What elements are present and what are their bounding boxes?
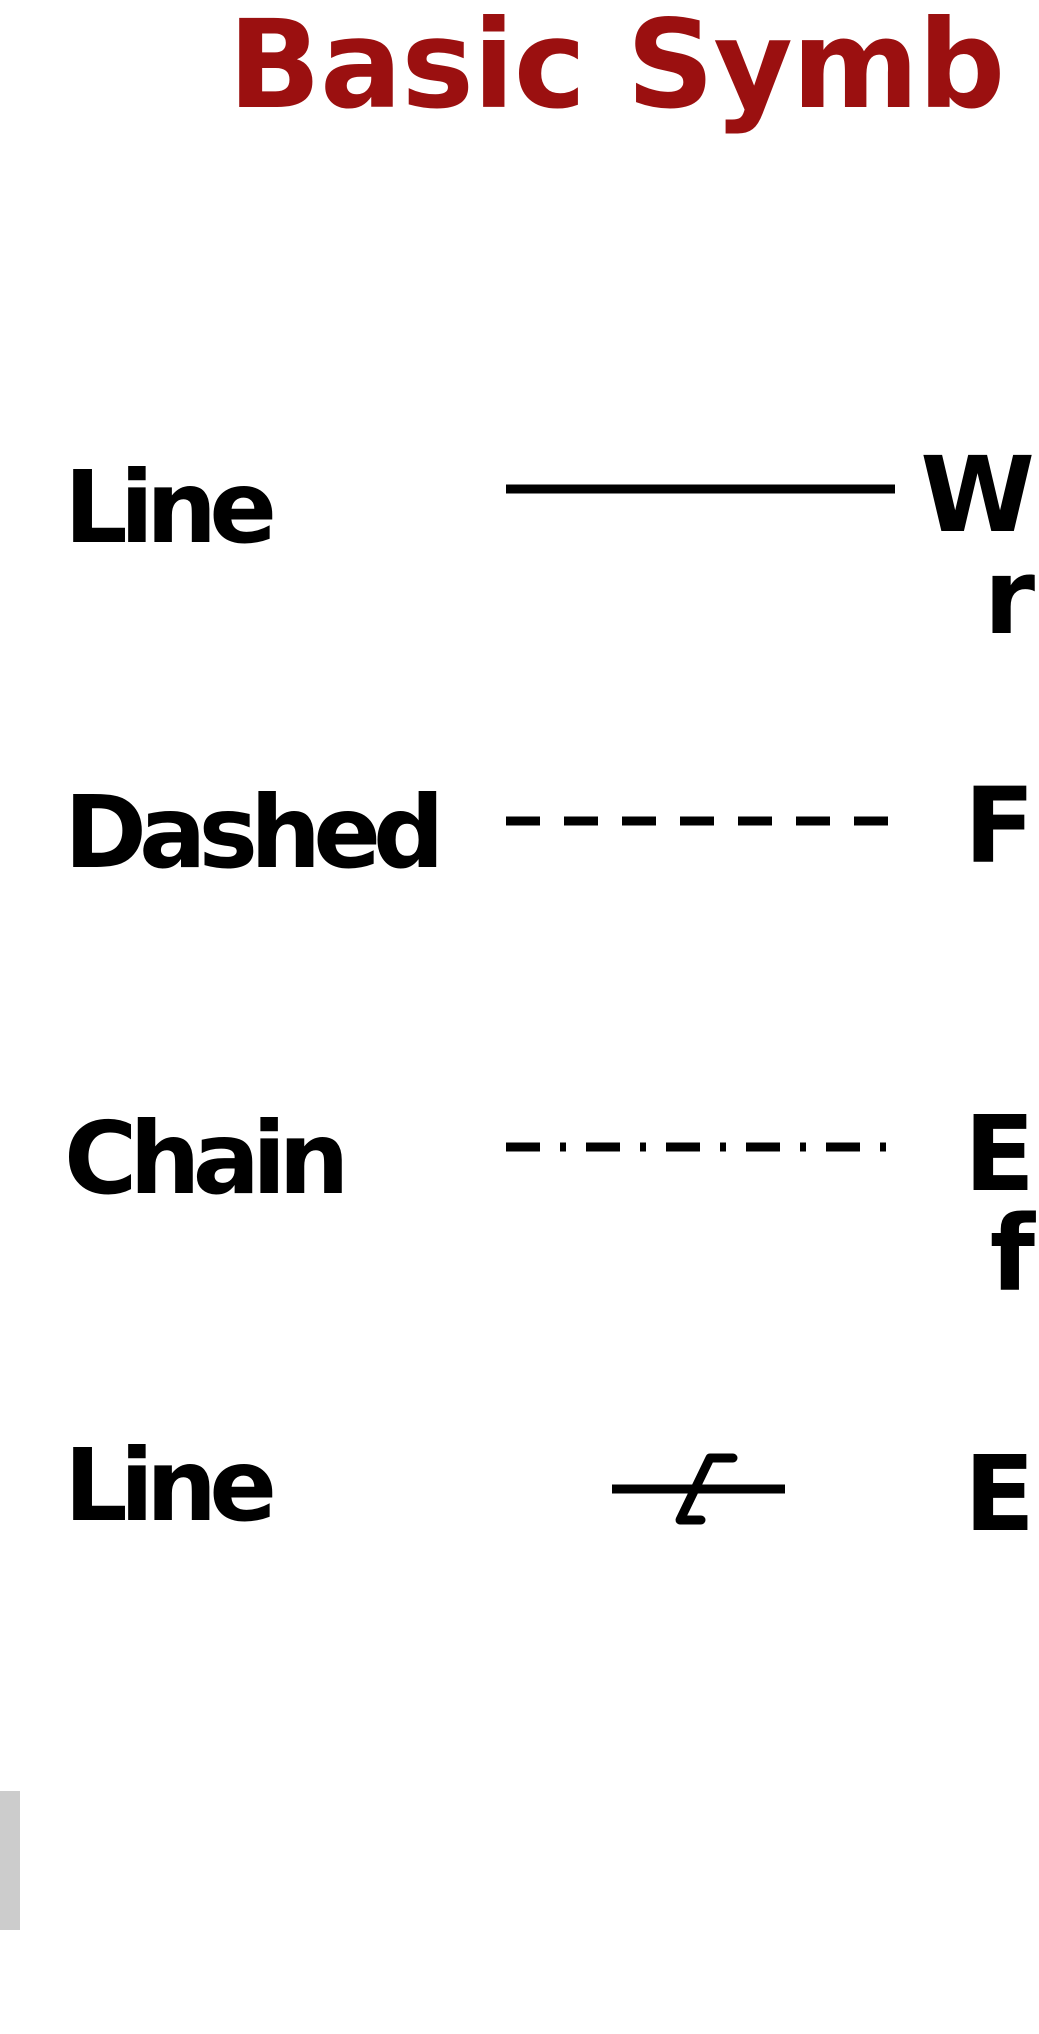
break-line-symbol bbox=[612, 1453, 785, 1525]
row-label-line: Line bbox=[64, 449, 277, 566]
row-desc-line-1: W bbox=[920, 434, 1035, 556]
row-label-dashed: Dashed bbox=[64, 774, 445, 891]
row-label-break-line: Line bbox=[64, 1427, 277, 1544]
row-desc-chain-2: f bbox=[989, 1193, 1035, 1315]
row-desc-break-line: E bbox=[963, 1433, 1035, 1555]
row-label-chain: Chain bbox=[64, 1100, 350, 1217]
row-desc-chain-1: E bbox=[963, 1093, 1035, 1215]
row-desc-dashed: F bbox=[963, 765, 1035, 887]
row-desc-line-2: r bbox=[983, 536, 1035, 658]
scrollbar-thumb[interactable] bbox=[0, 1791, 20, 1930]
page-title: Basic Symb bbox=[228, 0, 1005, 136]
